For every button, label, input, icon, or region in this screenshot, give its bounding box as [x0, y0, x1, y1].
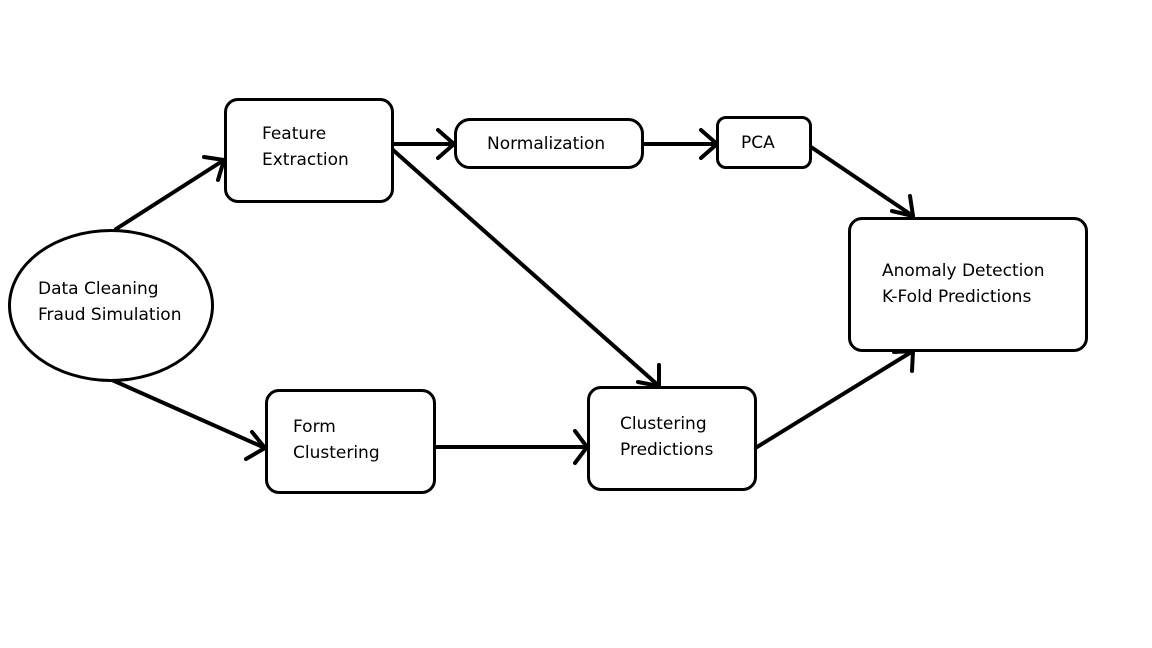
node-feature-extraction: Feature Extraction [224, 98, 394, 203]
edge-data-cleaning-to-feature-extraction [114, 155, 226, 231]
edge-form-clustering-to-clustering-predictions [434, 429, 589, 465]
node-anomaly-detection: Anomaly Detection K-Fold Predictions [848, 217, 1088, 352]
node-label-line: Predictions [620, 440, 714, 460]
node-label: Feature Extraction [262, 121, 349, 173]
node-data-cleaning: Data Cleaning Fraud Simulation [8, 229, 214, 382]
edge-feature-extraction-to-normalization [391, 128, 456, 160]
node-label-line: Normalization [487, 134, 606, 154]
node-label: Anomaly Detection K-Fold Predictions [882, 258, 1045, 310]
node-normalization: Normalization [454, 118, 644, 169]
node-label-line: Data Cleaning [38, 279, 159, 299]
node-label-line: Fraud Simulation [38, 305, 182, 325]
node-label: Form Clustering [293, 414, 380, 466]
node-form-clustering: Form Clustering [265, 389, 436, 494]
node-label: Data Cleaning Fraud Simulation [38, 276, 181, 328]
node-label-line: Clustering [620, 414, 707, 434]
edge-clustering-predictions-to-anomaly-detection [755, 349, 915, 449]
edge-data-cleaning-to-form-clustering [110, 378, 267, 461]
node-label-line: Clustering [293, 443, 380, 463]
node-label-line: Extraction [262, 150, 349, 170]
edge-normalization-to-pca [641, 128, 719, 160]
node-label: Clustering Predictions [620, 411, 713, 463]
node-label-line: PCA [741, 133, 775, 153]
node-label-line: K-Fold Predictions [882, 287, 1032, 307]
node-label: Normalization [487, 131, 605, 157]
edge-feature-extraction-to-clustering-predictions [391, 148, 661, 388]
node-pca: PCA [716, 116, 812, 169]
edge-pca-to-anomaly-detection [809, 145, 915, 218]
node-clustering-predictions: Clustering Predictions [587, 386, 757, 491]
node-label-line: Anomaly Detection [882, 261, 1045, 281]
node-label: PCA [741, 130, 775, 156]
node-label-line: Feature [262, 124, 327, 144]
node-label-line: Form [293, 417, 336, 437]
